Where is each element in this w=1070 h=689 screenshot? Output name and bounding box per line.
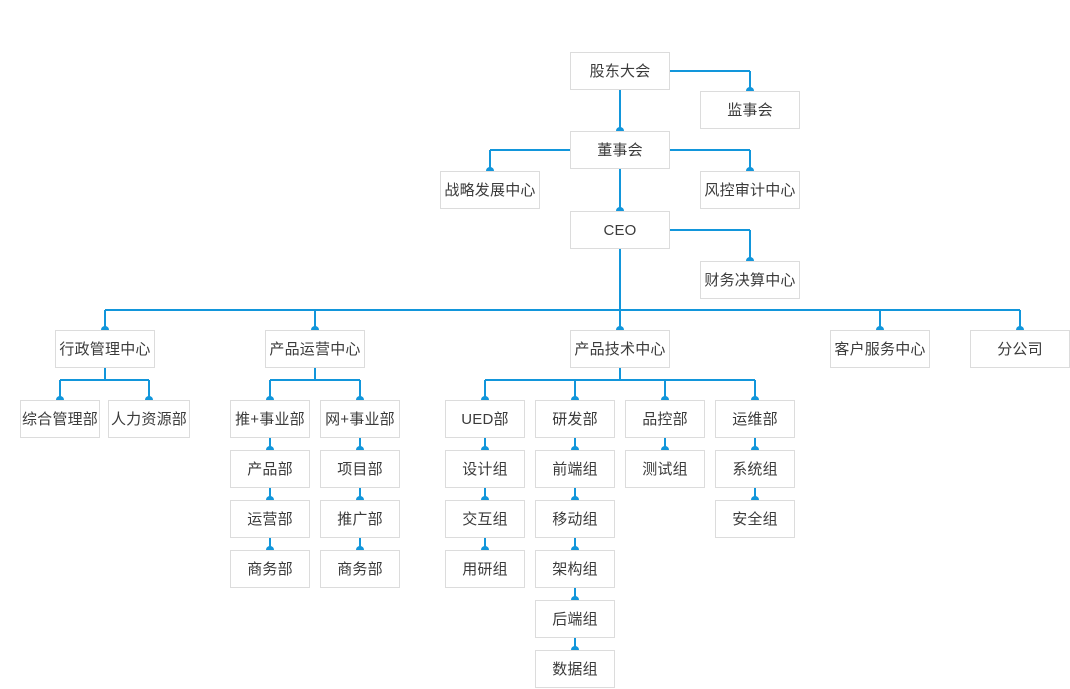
org-node-label: 移动组 [552,510,598,528]
org-node-label: 综合管理部 [21,410,98,428]
org-node-branch[interactable]: 分公司 [970,330,1070,368]
org-node-prodops[interactable]: 产品运营中心 [265,330,365,368]
org-node-label: 系统组 [732,460,778,478]
org-node-label: 用研组 [462,560,508,578]
org-node-custserv[interactable]: 客户服务中心 [830,330,930,368]
org-node-hr[interactable]: 人力资源部 [108,400,190,438]
org-node-label: 研发部 [552,410,598,428]
org-node-label: 股东大会 [589,62,651,80]
org-node-label: 项目部 [337,460,383,478]
org-node-board[interactable]: 董事会 [570,131,670,169]
org-node-design-group[interactable]: 设计组 [445,450,525,488]
org-node-finance[interactable]: 财务决算中心 [700,261,800,299]
org-node-label: 产品部 [247,460,293,478]
org-node-ceo[interactable]: CEO [570,211,670,249]
org-node-product-dept[interactable]: 产品部 [230,450,310,488]
org-node-project-dept[interactable]: 项目部 [320,450,400,488]
org-node-label: 推+事业部 [235,410,305,428]
org-node-system-group[interactable]: 系统组 [715,450,795,488]
org-node-tui-bu[interactable]: 推+事业部 [230,400,310,438]
org-node-label: CEO [603,221,637,239]
org-node-label: 运营部 [247,510,293,528]
org-node-shareholders[interactable]: 股东大会 [570,52,670,90]
org-node-label: 交互组 [462,510,508,528]
org-node-mobile-group[interactable]: 移动组 [535,500,615,538]
org-node-general-mgmt[interactable]: 综合管理部 [20,400,100,438]
org-node-devops[interactable]: 运维部 [715,400,795,438]
org-node-label: 推广部 [337,510,383,528]
org-node-data-group[interactable]: 数据组 [535,650,615,688]
org-node-label: 分公司 [997,340,1043,358]
org-node-label: 人力资源部 [110,410,187,428]
org-node-rnd[interactable]: 研发部 [535,400,615,438]
org-node-riskaudit[interactable]: 风控审计中心 [700,171,800,209]
org-node-security-group[interactable]: 安全组 [715,500,795,538]
org-node-backend-group[interactable]: 后端组 [535,600,615,638]
org-node-label: 风控审计中心 [704,181,796,199]
org-node-wang-bu[interactable]: 网+事业部 [320,400,400,438]
org-node-label: 架构组 [552,560,598,578]
org-node-label: 网+事业部 [325,410,395,428]
org-node-label: 后端组 [552,610,598,628]
org-node-label: UED部 [461,410,509,428]
org-node-label: 产品技术中心 [574,340,666,358]
org-node-prodtech[interactable]: 产品技术中心 [570,330,670,368]
org-node-label: 设计组 [462,460,508,478]
org-node-supervisors[interactable]: 监事会 [700,91,800,129]
org-node-biz-dept-2[interactable]: 商务部 [320,550,400,588]
org-node-research-group[interactable]: 用研组 [445,550,525,588]
org-node-label: 监事会 [727,101,773,119]
org-node-biz-dept-1[interactable]: 商务部 [230,550,310,588]
org-node-label: 财务决算中心 [704,271,796,289]
org-node-label: 运维部 [732,410,778,428]
org-node-label: 战略发展中心 [444,181,536,199]
org-node-frontend-group[interactable]: 前端组 [535,450,615,488]
org-node-label: 商务部 [337,560,383,578]
org-node-qa[interactable]: 品控部 [625,400,705,438]
org-node-label: 产品运营中心 [269,340,361,358]
org-node-ued[interactable]: UED部 [445,400,525,438]
org-node-label: 测试组 [642,460,688,478]
org-node-label: 商务部 [247,560,293,578]
org-node-test-group[interactable]: 测试组 [625,450,705,488]
org-node-label: 前端组 [552,460,598,478]
org-node-interact-group[interactable]: 交互组 [445,500,525,538]
org-node-promo-dept[interactable]: 推广部 [320,500,400,538]
org-node-admin[interactable]: 行政管理中心 [55,330,155,368]
org-node-strategy[interactable]: 战略发展中心 [440,171,540,209]
org-node-label: 董事会 [597,141,643,159]
org-node-label: 数据组 [552,660,598,678]
org-node-label: 安全组 [732,510,778,528]
org-node-label: 客户服务中心 [834,340,926,358]
org-node-label: 行政管理中心 [59,340,151,358]
org-node-ops-dept[interactable]: 运营部 [230,500,310,538]
org-node-arch-group[interactable]: 架构组 [535,550,615,588]
org-node-label: 品控部 [642,410,688,428]
